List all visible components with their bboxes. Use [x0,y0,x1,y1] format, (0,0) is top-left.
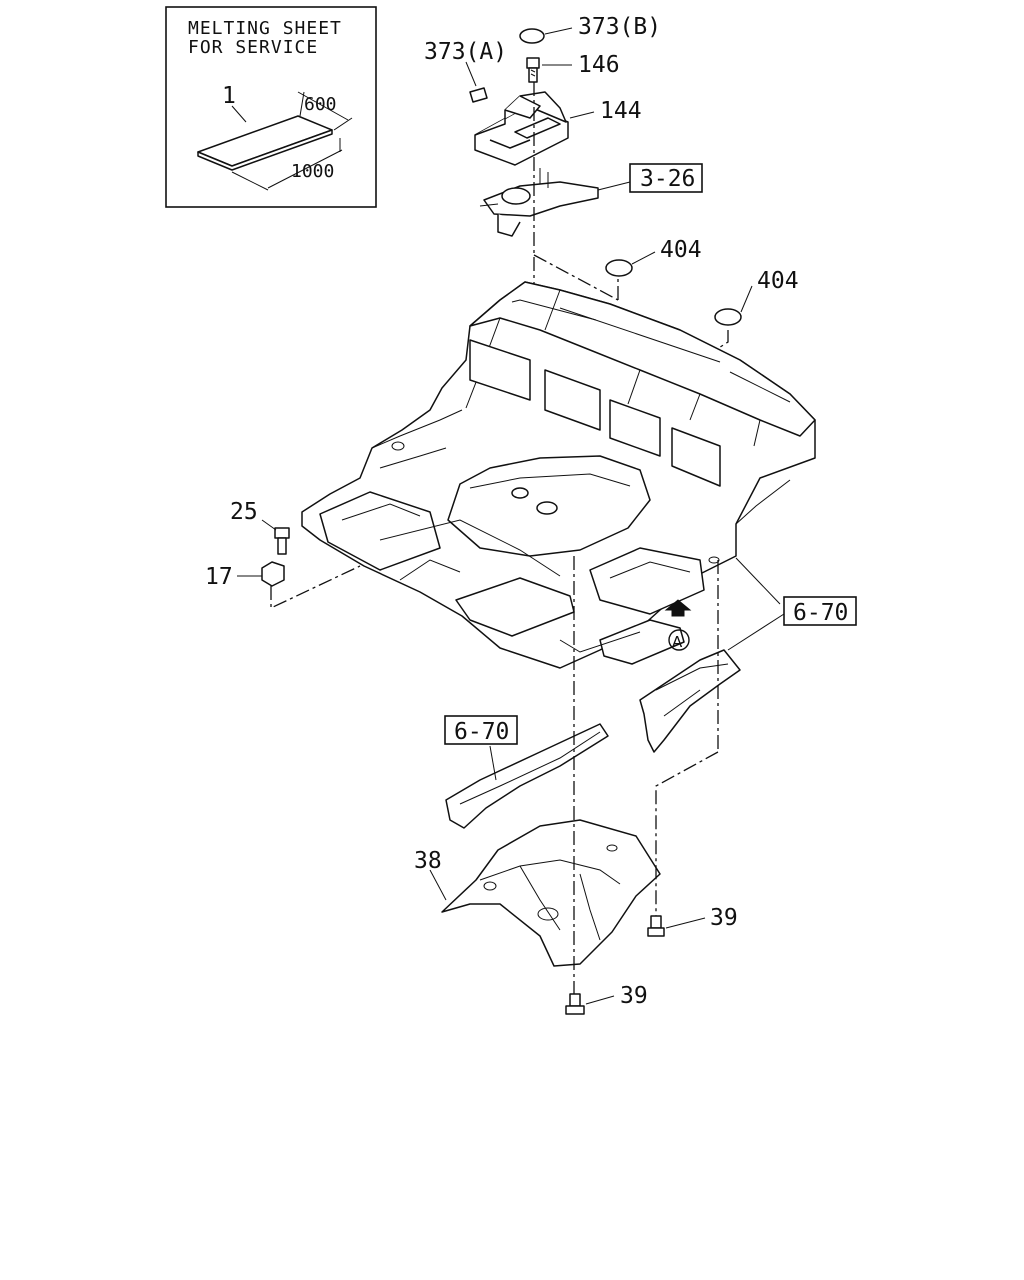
plug-404-right: 404 [714,268,799,326]
inset-frame [165,6,377,208]
side-member-right [639,649,741,753]
label-39-right: 39 [710,905,738,931]
view-arrow-a: A [664,599,692,651]
clip-373a: 373(A) [424,39,507,103]
label-39-bottom: 39 [620,983,648,1009]
label-38: 38 [414,848,442,874]
dim-length-1000: 1000 [291,161,334,182]
inset-title-line1: MELTING SHEET [188,18,342,39]
melting-sheet-inset: MELTING SHEET FOR SERVICE 1 600 1000 [165,6,377,208]
bolt-146: 146 [526,52,620,83]
console-144: 144 [474,91,642,166]
inset-leader [231,105,247,123]
cap-373b: 373(B) [519,14,661,44]
view-a-label: A [672,633,683,651]
dim-width-600: 600 [304,94,337,115]
label-146: 146 [578,52,620,78]
label-373a: 373(A) [424,39,507,65]
brace-38: 38 [414,819,661,967]
label-404-right: 404 [757,268,799,294]
ref-6-70-left: 6-70 [454,719,509,745]
ref-box-6-70-left [444,715,518,745]
label-373b: 373(B) [578,14,661,40]
label-404-left: 404 [660,237,702,263]
shifter-assembly: 3-26 [479,163,703,237]
bolt-39-right: 39 [647,905,738,937]
inset-title-line2: FOR SERVICE [188,37,318,58]
label-17: 17 [205,564,233,590]
label-25: 25 [230,499,258,525]
floor-panel [301,281,816,669]
bolt-39-bottom: 39 [565,983,648,1015]
label-144: 144 [600,98,642,124]
melting-sheet-drawing [197,115,333,171]
ref-3-26: 3-26 [640,166,695,192]
side-member-left: 6-70 [444,715,609,829]
ref-box-6-70-right [783,596,857,626]
plug-404-left: 404 [605,237,702,277]
inset-part-number: 1 [222,83,236,109]
ref-box-3-26 [629,163,703,193]
clip-17: 17 [205,561,285,590]
bolt-25: 25 [230,499,290,555]
ref-6-70-right: 6-70 [793,600,848,626]
